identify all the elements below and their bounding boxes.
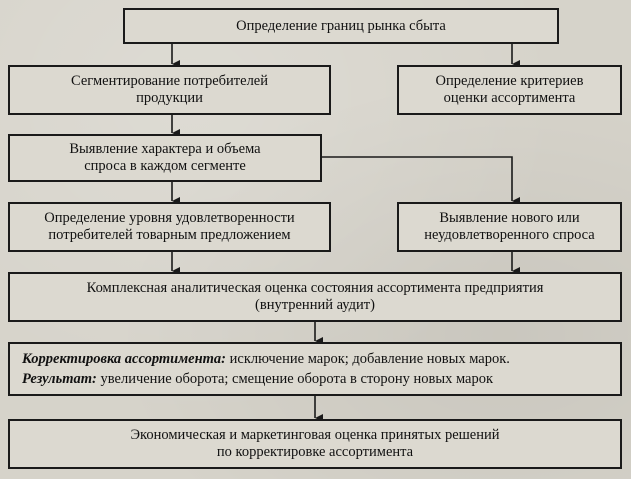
box-satisfaction-line1: Определение уровня удовлетворенности bbox=[44, 210, 295, 226]
box-segmentation: Сегментирование потребителей продукции bbox=[8, 65, 331, 115]
box-evaluation-line1: Экономическая и маркетинговая оценка при… bbox=[130, 427, 500, 443]
box-audit: Комплексная аналитическая оценка состоян… bbox=[8, 272, 622, 322]
box-criteria-line1: Определение критериев bbox=[435, 73, 584, 89]
box-satisfaction: Определение уровня удовлетворенности пот… bbox=[8, 202, 331, 252]
correction-label: Корректировка ассортимента: bbox=[22, 351, 226, 367]
box-new-demand: Выявление нового или неудовлетворенного … bbox=[397, 202, 622, 252]
box-market-boundaries: Определение границ рынка сбыта bbox=[123, 8, 559, 44]
arrow-demand-to-new-demand bbox=[322, 156, 520, 205]
box-demand-line1: Выявление характера и объема bbox=[69, 141, 261, 157]
box-criteria: Определение критериев оценки ассортимент… bbox=[397, 65, 622, 115]
box-criteria-line2: оценки ассортимента bbox=[443, 90, 576, 106]
box-demand: Выявление характера и объема спроса в ка… bbox=[8, 134, 322, 182]
box-segmentation-line1: Сегментирование потребителей bbox=[70, 73, 269, 89]
result-row: Результат: увеличение оборота; смещение … bbox=[22, 369, 608, 389]
box-new-demand-line1: Выявление нового или bbox=[439, 210, 580, 226]
box-satisfaction-line2: потребителей товарным предложением bbox=[48, 227, 291, 243]
box-evaluation-line2: по корректировке ассортимента bbox=[216, 444, 414, 460]
box-segmentation-line2: продукции bbox=[136, 90, 203, 106]
box-evaluation: Экономическая и маркетинговая оценка при… bbox=[8, 419, 622, 469]
box-market-boundaries-text: Определение границ рынка сбыта bbox=[236, 17, 446, 34]
box-new-demand-line2: неудовлетворенного спроса bbox=[424, 227, 595, 243]
correction-text: исключение марок; добавление новых марок… bbox=[226, 351, 510, 367]
correction-row: Корректировка ассортимента: исключение м… bbox=[22, 349, 608, 369]
result-text: увеличение оборота; смещение оборота в с… bbox=[96, 371, 494, 387]
result-label: Результат: bbox=[22, 371, 97, 387]
box-audit-line2: (внутренний аудит) bbox=[255, 297, 375, 313]
box-audit-line1: Комплексная аналитическая оценка состоян… bbox=[86, 280, 544, 296]
box-demand-line2: спроса в каждом сегменте bbox=[84, 158, 246, 174]
box-correction: Корректировка ассортимента: исключение м… bbox=[8, 342, 622, 396]
